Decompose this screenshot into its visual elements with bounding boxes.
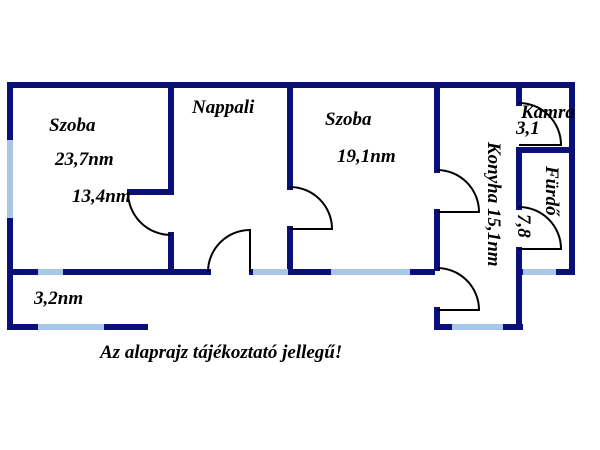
door-entrance — [207, 228, 251, 273]
szoba1-name: Szoba — [49, 115, 96, 136]
szoba2-name: Szoba — [325, 109, 372, 130]
door-szoba1 — [127, 191, 172, 236]
windows — [7, 140, 556, 330]
terrace-area: 3,2nm — [33, 288, 83, 309]
door-kitchen-szoba2 — [436, 169, 481, 213]
szoba2-area: 19,1nm — [337, 146, 396, 167]
disclaimer-note: Az alaprajz tájékoztató jellegű! — [99, 342, 342, 363]
door-kamra — [518, 102, 563, 146]
konyha-label: Konyha 15,1nm — [483, 141, 504, 267]
szoba1-right-wall-top — [127, 82, 174, 195]
doors — [127, 102, 563, 311]
door-kitchen-bottom — [436, 267, 481, 311]
nappali-name: Nappali — [191, 97, 255, 118]
hall-area: 13,4nm — [72, 186, 131, 207]
furdo-area: 7,8 — [513, 214, 534, 238]
furdo-name: Fürdő — [541, 165, 562, 217]
kamra-area: 3,1 — [515, 118, 540, 139]
door-szoba2 — [289, 186, 334, 230]
kamra-name: Kamra — [520, 102, 575, 123]
szoba1-area: 23,7nm — [54, 149, 114, 170]
door-furdo — [518, 206, 563, 250]
